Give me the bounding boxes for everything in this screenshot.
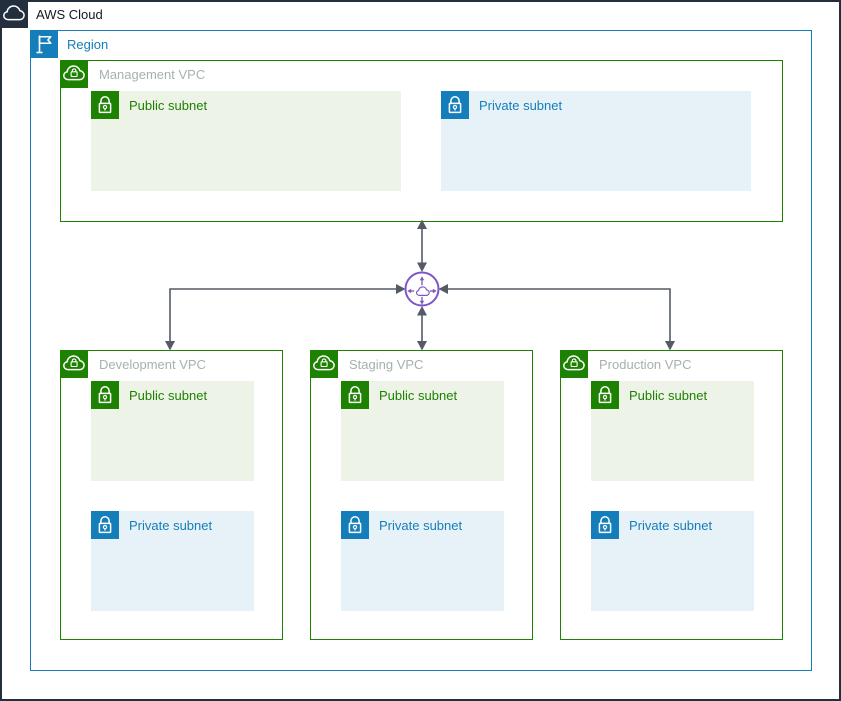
vpc-cloud-lock-icon [310, 350, 338, 378]
aws-cloud-icon [0, 0, 28, 28]
region-label: Region [67, 36, 109, 52]
staging-private-subnet: Private subnet [341, 511, 504, 611]
production-public-subnet: Public subnet [591, 381, 754, 481]
management-private-subnet: Private subnet [441, 91, 751, 191]
private-subnet-label: Private subnet [629, 517, 713, 533]
region-container: Region Management VPC Public subnet Priv… [30, 30, 812, 671]
vpc-cloud-lock-icon [60, 60, 88, 88]
aws-cloud-label: AWS Cloud [36, 6, 103, 22]
production-vpc: Production VPC Public subnet Private sub… [560, 350, 783, 640]
public-subnet-lock-icon [341, 381, 369, 409]
private-subnet-lock-icon [591, 511, 619, 539]
private-subnet-label: Private subnet [379, 517, 463, 533]
management-public-subnet: Public subnet [91, 91, 401, 191]
vpc-cloud-lock-icon [60, 350, 88, 378]
region-flag-icon [30, 30, 58, 58]
private-subnet-label: Private subnet [129, 517, 213, 533]
public-subnet-lock-icon [91, 91, 119, 119]
development-vpc: Development VPC Public subnet Private su… [60, 350, 283, 640]
public-subnet-label: Public subnet [629, 387, 708, 403]
private-subnet-label: Private subnet [479, 97, 563, 113]
staging-vpc: Staging VPC Public subnet Private subnet [310, 350, 533, 640]
private-subnet-lock-icon [341, 511, 369, 539]
vpc-cloud-lock-icon [560, 350, 588, 378]
private-subnet-lock-icon [91, 511, 119, 539]
production-vpc-label: Production VPC [599, 356, 692, 372]
private-subnet-lock-icon [441, 91, 469, 119]
public-subnet-label: Public subnet [129, 97, 208, 113]
staging-vpc-label: Staging VPC [349, 356, 424, 372]
production-private-subnet: Private subnet [591, 511, 754, 611]
public-subnet-label: Public subnet [379, 387, 458, 403]
management-vpc: Management VPC Public subnet Private sub… [60, 60, 783, 222]
management-vpc-label: Management VPC [99, 66, 206, 82]
development-public-subnet: Public subnet [91, 381, 254, 481]
development-vpc-label: Development VPC [99, 356, 206, 372]
public-subnet-lock-icon [591, 381, 619, 409]
public-subnet-lock-icon [91, 381, 119, 409]
public-subnet-label: Public subnet [129, 387, 208, 403]
development-private-subnet: Private subnet [91, 511, 254, 611]
staging-public-subnet: Public subnet [341, 381, 504, 481]
